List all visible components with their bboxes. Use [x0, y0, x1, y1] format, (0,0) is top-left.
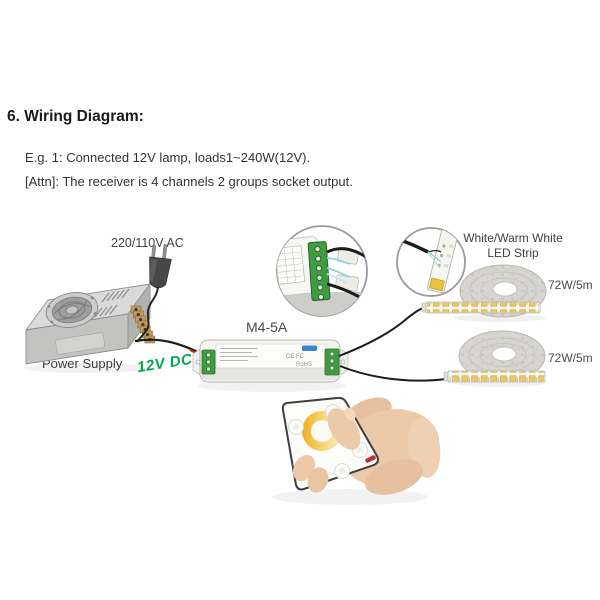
receiver-model-label: M4-5A	[246, 319, 288, 335]
led-strip-2	[443, 370, 546, 383]
example-text: E.g. 1: Connected 12V lamp, loads1~240W(…	[25, 150, 311, 165]
remote-buttons	[288, 404, 368, 479]
psu-shadow	[23, 363, 147, 373]
callout-led-chip	[428, 277, 445, 292]
psu-vent-lines	[94, 288, 130, 318]
receiver-unit: CE FC RoHS	[192, 339, 349, 383]
remote-and-hand	[281, 396, 441, 495]
strip-type-label-line2: LED Strip	[487, 246, 539, 260]
fingertips	[292, 454, 329, 493]
power-supply-unit	[24, 282, 156, 365]
led-strip-1	[421, 301, 541, 314]
strip1-feed-wire	[338, 306, 426, 357]
hand	[340, 397, 441, 495]
brand-logo	[302, 345, 317, 351]
strip2-rating-label: 72W/5m	[548, 351, 593, 365]
coil1-shadow	[454, 314, 546, 322]
receiver-product-label: CE FC RoHS	[215, 343, 327, 369]
receiver-terminal-left	[201, 349, 216, 375]
strip2-feed-wire	[339, 365, 447, 382]
page-title: 6. Wiring Diagram:	[7, 108, 144, 125]
receiver-terminal-right	[324, 348, 340, 376]
power-supply-label: Power Supply	[42, 356, 123, 371]
callout-terminal-block	[307, 241, 331, 301]
ac-cord-wire	[136, 286, 159, 343]
receiver-shadow	[197, 380, 347, 392]
remote-brand-logo	[365, 455, 376, 463]
attention-text: [Attn]: The receiver is 4 channels 2 gro…	[25, 174, 353, 189]
strip-type-label-line1: White/Warm White	[463, 231, 563, 245]
thumbnail	[344, 407, 356, 421]
strip1-rating-label: 72W/5m	[548, 278, 593, 292]
led-coil-2	[458, 330, 546, 382]
rohs-label: RoHS	[296, 362, 312, 368]
strip-connection-callout	[396, 227, 466, 297]
fan-icon	[45, 292, 99, 328]
power-plug-icon	[149, 244, 172, 289]
cert-marks-label: CE FC	[286, 354, 305, 360]
hand-shadow	[272, 489, 428, 505]
receiver-terminal-callout	[276, 225, 368, 317]
psu-front-recess	[55, 332, 106, 355]
